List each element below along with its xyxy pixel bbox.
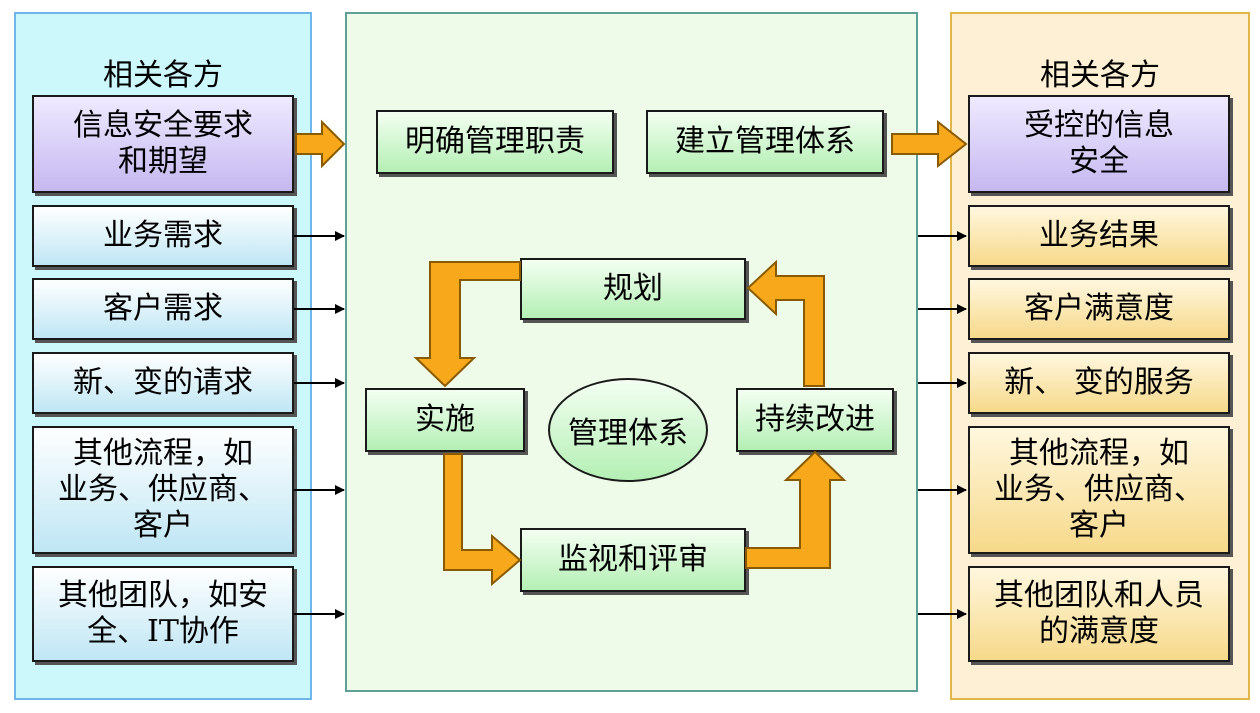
continuous-improvement-box: 持续改进	[736, 388, 894, 452]
left-item-other-teams: 其他团队，如安 全、IT协作	[32, 566, 294, 662]
define-responsibilities-box: 明确管理职责	[376, 110, 614, 174]
right-item-controlled-security: 受控的信息 安全	[968, 95, 1230, 193]
right-item-other-teams-satisfaction: 其他团队和人员 的满意度	[968, 566, 1230, 662]
right-panel-title: 相关各方	[1040, 58, 1160, 93]
left-panel-title: 相关各方	[103, 58, 223, 93]
left-item-business-needs: 业务需求	[32, 205, 294, 267]
right-item-customer-satisfaction: 客户满意度	[968, 278, 1230, 340]
management-system-ellipse: 管理体系	[548, 378, 708, 482]
right-item-other-processes: 其他流程，如 业务、供应商、 客户	[968, 426, 1230, 554]
left-item-security-requirements: 信息安全要求 和期望	[32, 95, 294, 193]
right-item-new-change-services: 新、 变的服务	[968, 352, 1230, 414]
right-item-business-results: 业务结果	[968, 205, 1230, 267]
left-item-other-processes: 其他流程，如 业务、供应商、 客户	[32, 426, 294, 554]
implement-box: 实施	[365, 388, 525, 452]
monitor-review-box: 监视和评审	[520, 528, 746, 592]
plan-box: 规划	[520, 258, 746, 320]
establish-system-box: 建立管理体系	[646, 110, 884, 174]
left-item-new-change-requests: 新、变的请求	[32, 352, 294, 414]
left-item-customer-needs: 客户需求	[32, 278, 294, 340]
